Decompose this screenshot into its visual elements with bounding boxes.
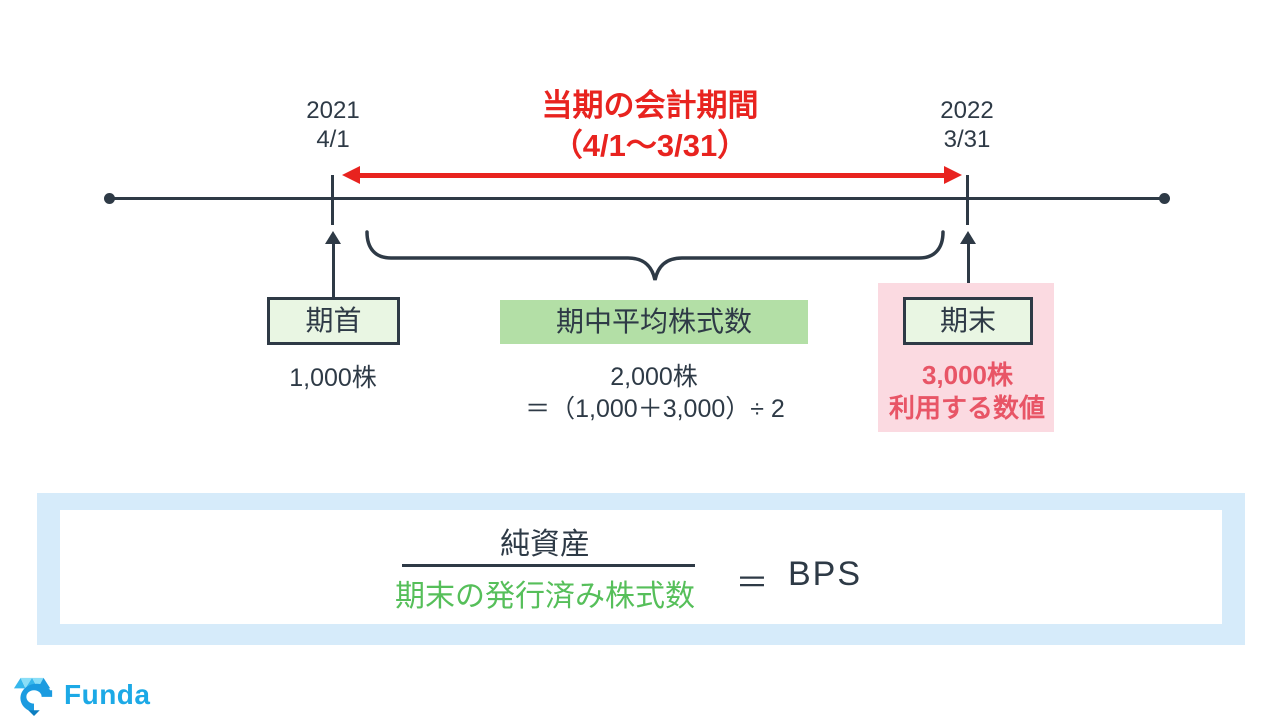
end-up-arrow-icon — [959, 231, 977, 299]
funda-logo: Funda — [12, 674, 212, 716]
start-year: 2021 — [306, 97, 360, 124]
denominator-label: 期末の発行済み株式数 — [395, 580, 695, 613]
accounting-period-title-line2: （4/1～3/31） — [551, 128, 749, 163]
fraction-bar — [402, 564, 695, 567]
average-shares-formula: ＝（1,000＋3,000）÷ 2 — [525, 395, 785, 423]
average-period-brace-icon — [365, 230, 945, 281]
end-tick — [966, 175, 969, 225]
arrow-shaft — [355, 173, 949, 178]
accounting-period-title: 当期の会計期間 （4/1～3/31） — [430, 86, 870, 166]
start-date: 4/1 — [316, 126, 350, 153]
numerator-label: 純資産 — [500, 528, 590, 561]
end-date: 3/31 — [943, 126, 991, 153]
end-shares-note: 利用する数値 — [888, 393, 1045, 423]
arrowhead-left-icon — [342, 166, 360, 184]
start-date-label: 2021 4/1 — [278, 96, 388, 154]
timeline-end-dot-icon — [1159, 193, 1170, 204]
start-shares-value: 1,000株 — [289, 364, 377, 392]
arrowhead-right-icon — [944, 166, 962, 184]
equals-sign: ＝ — [735, 564, 769, 601]
period-start-box: 期首 — [267, 297, 400, 345]
end-date-label: 2022 3/31 — [912, 96, 1022, 154]
start-tick — [331, 175, 334, 225]
accounting-period-title-line1: 当期の会計期間 — [541, 88, 759, 123]
period-average-label: 期中平均株式数 — [555, 306, 752, 337]
period-end-box: 期末 — [903, 297, 1033, 345]
period-start-label: 期首 — [305, 305, 362, 336]
average-shares-value: 2,000株 — [610, 363, 698, 391]
start-up-arrow-icon — [324, 231, 342, 299]
brand-name: Funda — [64, 679, 151, 710]
bps-formula-card — [60, 510, 1222, 624]
period-double-arrow-icon — [342, 166, 962, 184]
timeline-line — [108, 197, 1166, 200]
end-shares-value: 3,000株 — [921, 360, 1014, 390]
period-average-box: 期中平均株式数 — [500, 300, 808, 344]
bps-result-label: BPS — [788, 555, 863, 593]
timeline-start-dot-icon — [104, 193, 115, 204]
period-end-label: 期末 — [939, 305, 996, 336]
end-year: 2022 — [940, 97, 994, 124]
gem-logo-icon — [13, 677, 53, 716]
